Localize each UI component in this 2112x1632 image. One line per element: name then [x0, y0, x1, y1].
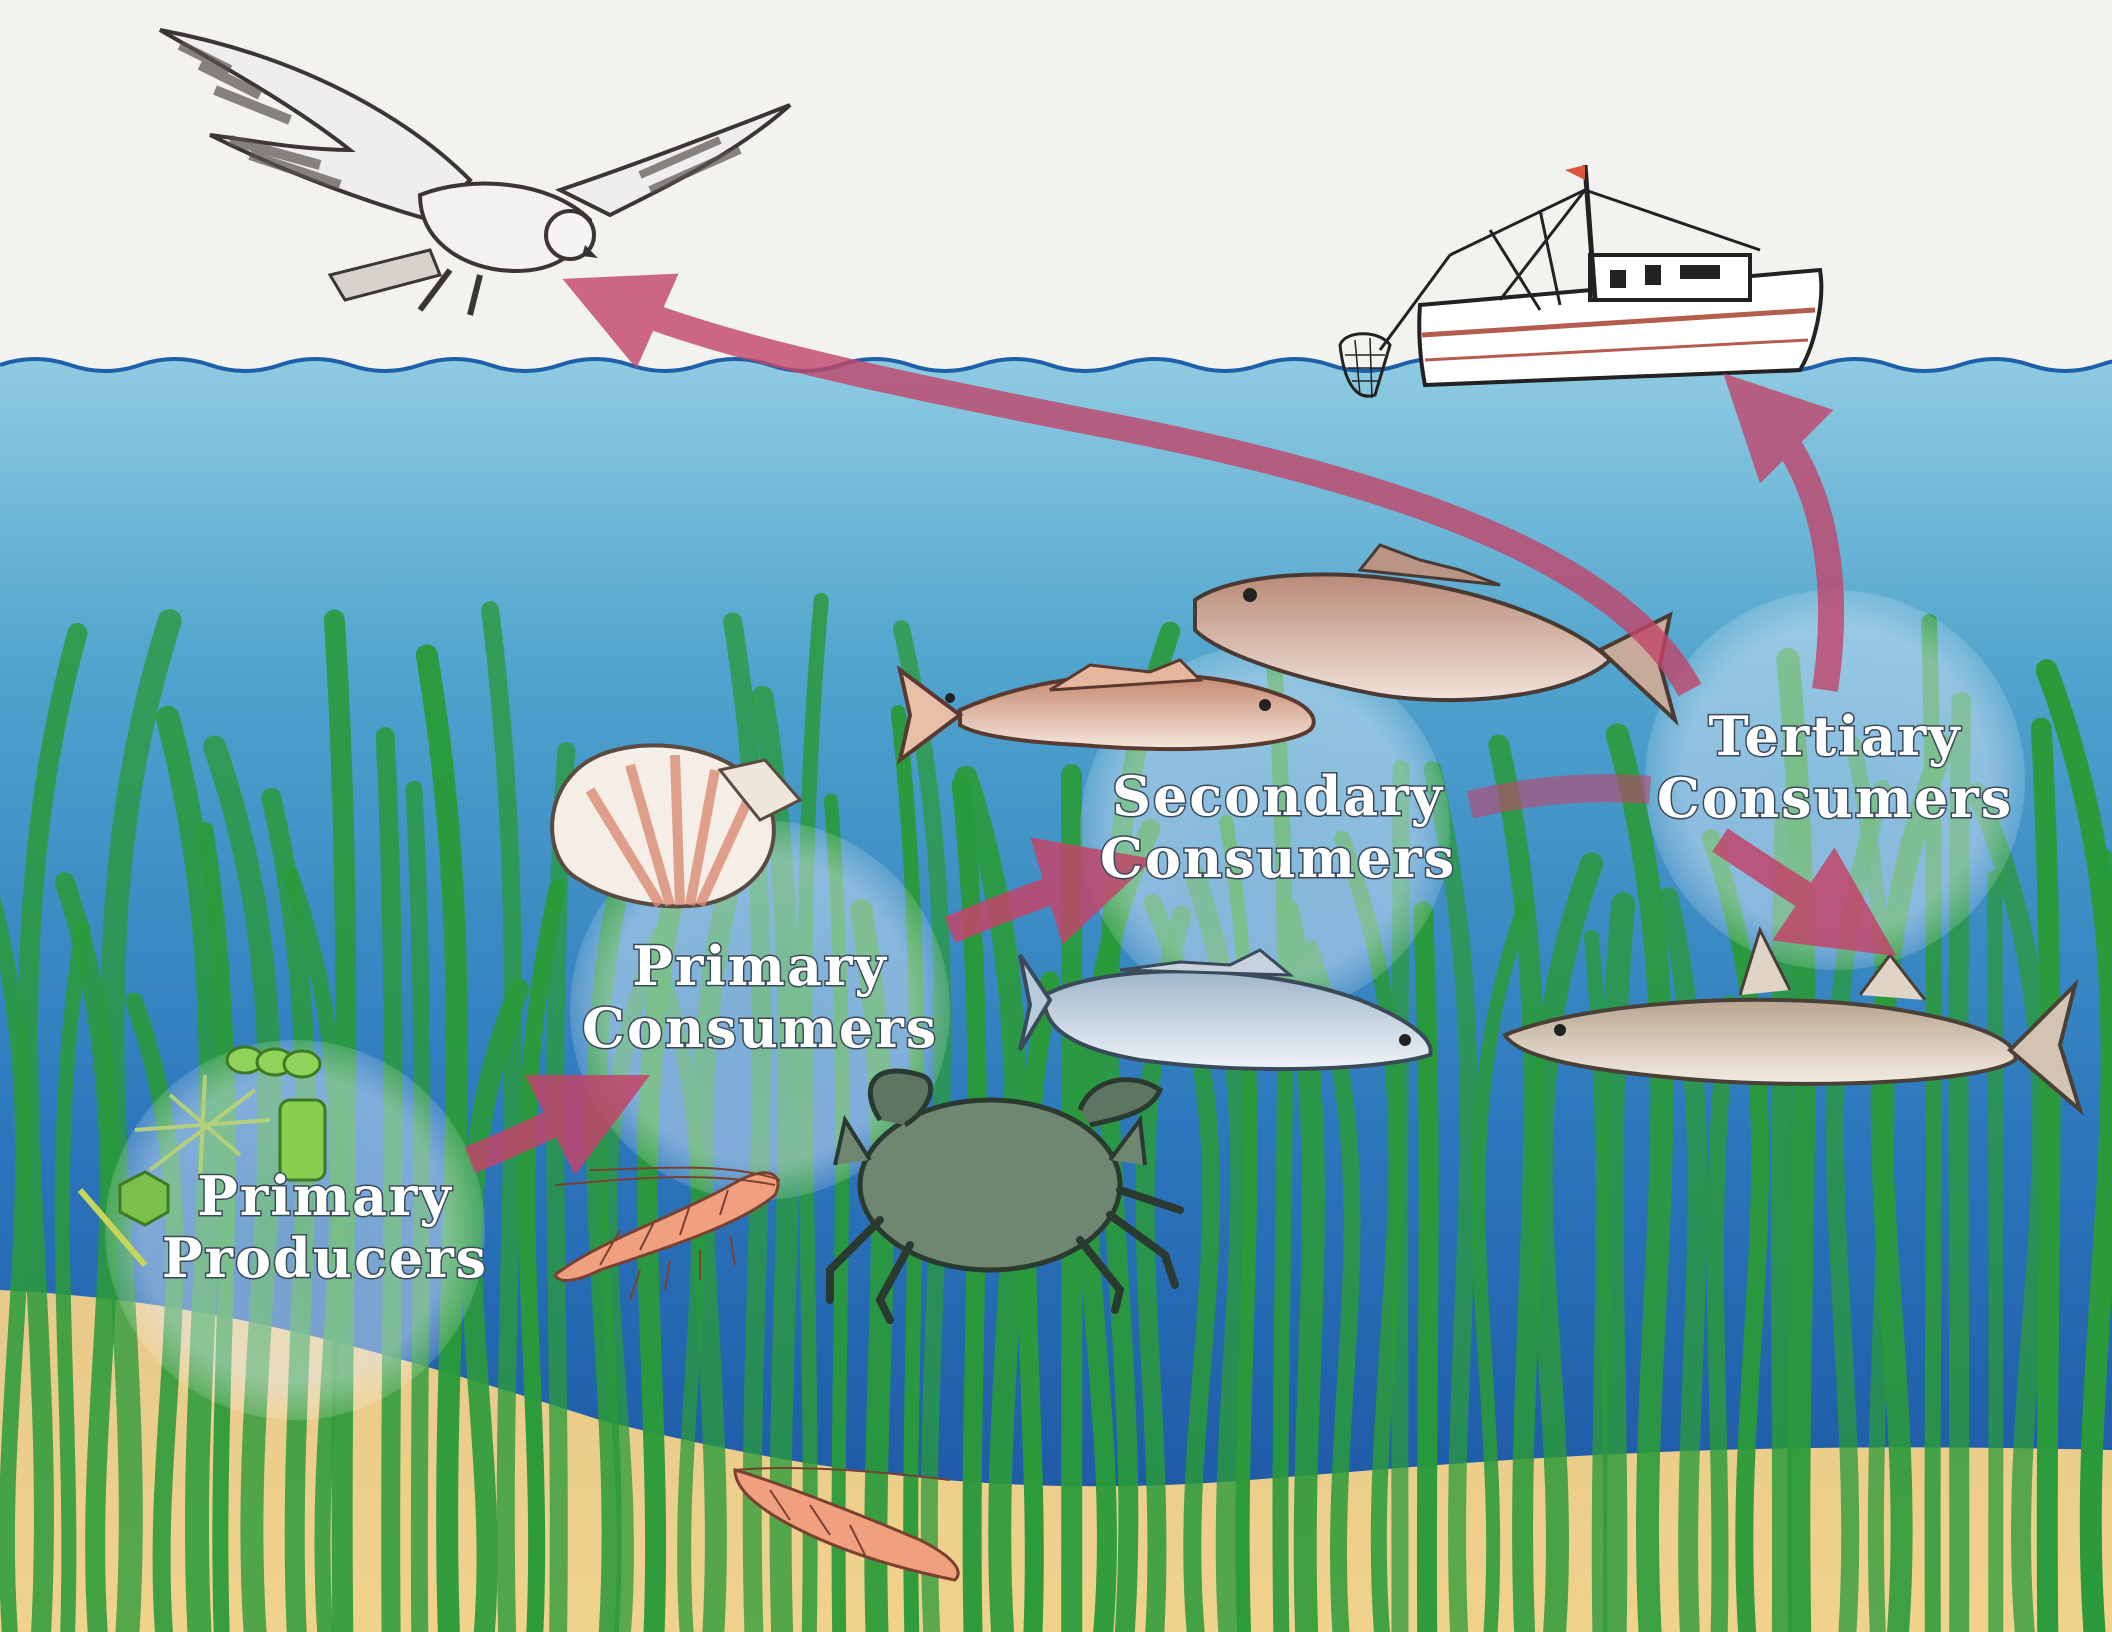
seagrass-blade: [2041, 728, 2050, 1632]
seagrass-blade: [1995, 878, 1996, 1632]
label-secondary-consumers: Secondary Consumers: [1100, 764, 1456, 890]
secondary-consumers-label-line1: Secondary: [1112, 764, 1444, 828]
label-tertiary-consumers: Tertiary Consumers: [1657, 704, 2013, 830]
primary-producers-label-line2: Producers: [162, 1226, 488, 1290]
diatom-chain: [227, 1047, 320, 1077]
seagrass-blade: [1423, 911, 1429, 1632]
label-primary-consumers: Primary Consumers: [582, 934, 938, 1060]
primary-consumers-label-line1: Primary: [632, 934, 888, 998]
secondary-consumers-label-line2: Consumers: [1100, 826, 1456, 890]
tertiary-consumers-label-line1: Tertiary: [1708, 704, 1961, 768]
label-primary-producers: Primary Producers: [162, 1164, 488, 1290]
primary-producers-label-line1: Primary: [197, 1164, 453, 1228]
primary-consumers-label-line2: Consumers: [582, 996, 938, 1060]
tertiary-consumers-label-line2: Consumers: [1657, 766, 2013, 830]
diatom-hexagon: [120, 1172, 168, 1225]
